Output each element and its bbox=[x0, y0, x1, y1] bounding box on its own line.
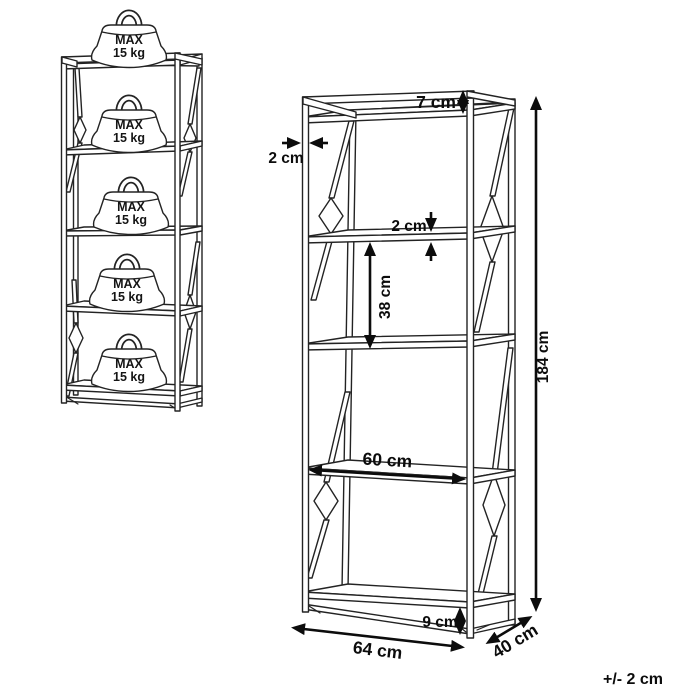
dimension-label-total-height: 184 cm bbox=[535, 331, 552, 384]
shelf-5 bbox=[302, 583, 516, 609]
frame-post-front-right bbox=[466, 90, 475, 639]
dim-shelf-thickness: 2 cm bbox=[391, 212, 437, 261]
dimension-label-bottom-clearance: 9 cm bbox=[422, 614, 457, 631]
top-rail-side-left bbox=[302, 96, 357, 119]
dimension-label-inner-width: 60 cm bbox=[362, 449, 413, 472]
dim-inner-width: 60 cm bbox=[308, 449, 466, 485]
side-brace-left bbox=[306, 120, 355, 579]
dim-shelf-spacing: 38 cm bbox=[364, 242, 394, 349]
dim-bottom-clearance: 9 cm bbox=[422, 607, 466, 635]
dim-frame-thickness: 2 cm bbox=[268, 137, 328, 167]
dim-total-height: 184 cm bbox=[530, 96, 552, 612]
dimension-label-frame-thickness: 2 cm bbox=[268, 150, 303, 167]
frame-post-front-right bbox=[174, 52, 181, 412]
top-rail-side-left bbox=[61, 56, 78, 68]
frame-post-front-left bbox=[301, 96, 310, 613]
dimension-label-shelf-spacing: 38 cm bbox=[377, 275, 394, 319]
top-rail-side-right bbox=[174, 52, 203, 66]
capacity-diagram bbox=[60, 13, 203, 412]
dimension-label-shelf-thickness: 2 cm bbox=[391, 218, 426, 235]
dim-top-gap: 7 cm bbox=[416, 90, 469, 114]
frame-post-front-left bbox=[60, 56, 68, 404]
dimension-label-top-gap: 7 cm bbox=[416, 92, 456, 112]
tolerance-note: +/- 2 cm bbox=[603, 671, 663, 688]
